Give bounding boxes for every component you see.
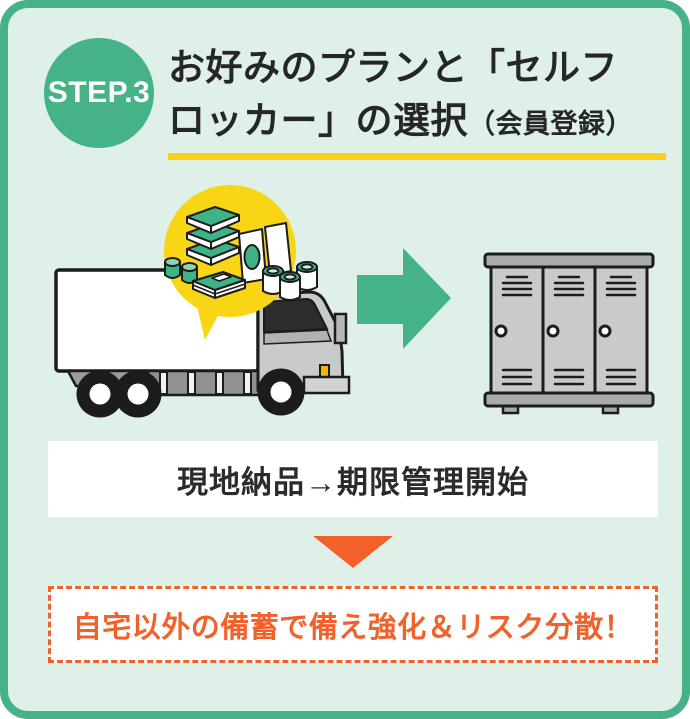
- title-line2: ロッカー」の選択: [168, 99, 468, 141]
- supplies-stacked-boxes: [186, 206, 240, 266]
- truck-wheels: [76, 368, 305, 418]
- caption-bar: 現地納品→期限管理開始: [48, 441, 658, 517]
- locker-bottom-bar: [483, 391, 655, 408]
- locker-vents: [501, 275, 637, 386]
- locker-icon: [483, 252, 655, 415]
- page-title: お好みのプランと「セルフロッカー」の選択（会員登録）: [168, 42, 673, 147]
- down-arrow-icon: [313, 536, 393, 568]
- right-arrow-icon: [357, 248, 451, 349]
- title-text: お好みのプランと「セルフロッカー」の選択（会員登録）: [168, 42, 673, 147]
- locker-handles: [494, 324, 612, 338]
- benefit-callout: 自宅以外の備蓄で備え強化＆リスク分散！: [48, 586, 658, 663]
- delivery-truck-icon: [54, 185, 351, 418]
- title-line2-sub: （会員登録）: [468, 108, 633, 139]
- supplies-bubble-icon: [164, 185, 318, 340]
- step-badge-label: STEP.3: [47, 76, 151, 109]
- supplies-cans-right: [262, 261, 318, 301]
- title-line1: お好みのプランと「セルフ: [168, 47, 618, 88]
- supplies-banknotes: [192, 271, 246, 299]
- supplies-cans-left: [164, 257, 198, 284]
- locker-body: [489, 262, 649, 398]
- callout-text: 自宅以外の備蓄で備え強化＆リスク分散！: [72, 611, 634, 644]
- locker-top-bar: [483, 252, 655, 269]
- title-underline: [168, 153, 666, 160]
- truck-cab: [256, 290, 351, 395]
- caption-text: 現地納品→期限管理開始: [177, 464, 529, 500]
- step-badge: STEP.3: [44, 38, 154, 148]
